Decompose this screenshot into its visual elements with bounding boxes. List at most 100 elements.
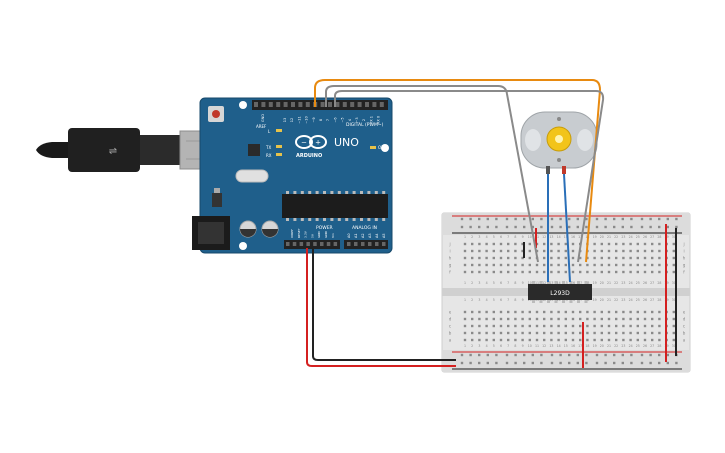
- bb-hole[interactable]: [535, 310, 539, 314]
- analog-pin[interactable]: [354, 242, 358, 246]
- bb-hole[interactable]: [499, 331, 503, 335]
- rail-hole[interactable]: [675, 225, 678, 229]
- bb-hole[interactable]: [478, 249, 481, 253]
- bb-hole[interactable]: [507, 331, 510, 335]
- bb-hole[interactable]: [593, 331, 596, 335]
- bb-hole[interactable]: [528, 324, 531, 328]
- bb-hole[interactable]: [607, 338, 611, 342]
- bb-hole[interactable]: [600, 338, 603, 342]
- bb-hole[interactable]: [571, 331, 575, 335]
- rail-hole[interactable]: [469, 225, 472, 229]
- bb-hole[interactable]: [507, 242, 510, 246]
- bb-hole[interactable]: [499, 242, 503, 246]
- bb-hole[interactable]: [521, 310, 524, 314]
- header-pin[interactable]: [268, 102, 273, 107]
- rail-hole[interactable]: [595, 361, 599, 365]
- bb-hole[interactable]: [471, 242, 474, 246]
- bb-hole[interactable]: [521, 331, 524, 335]
- bb-hole[interactable]: [514, 331, 517, 335]
- ground-wire[interactable]: [312, 248, 456, 361]
- bb-hole[interactable]: [579, 263, 582, 267]
- bb-hole[interactable]: [478, 263, 481, 267]
- bb-hole[interactable]: [478, 256, 481, 260]
- bb-hole[interactable]: [478, 324, 481, 328]
- rail-hole[interactable]: [621, 225, 624, 229]
- bb-hole[interactable]: [535, 338, 539, 342]
- bb-hole[interactable]: [658, 310, 661, 314]
- rail-hole[interactable]: [540, 353, 543, 357]
- bb-hole[interactable]: [586, 270, 589, 274]
- rail-hole[interactable]: [613, 361, 616, 365]
- rail-hole[interactable]: [550, 225, 554, 229]
- rail-hole[interactable]: [460, 353, 464, 357]
- rail-hole[interactable]: [630, 225, 633, 229]
- bb-hole[interactable]: [471, 249, 474, 253]
- bb-hole[interactable]: [543, 324, 546, 328]
- bb-hole[interactable]: [607, 242, 611, 246]
- rail-hole[interactable]: [523, 217, 526, 221]
- bb-hole[interactable]: [550, 317, 553, 321]
- bb-hole[interactable]: [586, 331, 589, 335]
- rail-hole[interactable]: [640, 217, 644, 221]
- bb-hole[interactable]: [615, 310, 618, 314]
- bb-hole[interactable]: [514, 263, 517, 267]
- bb-hole[interactable]: [485, 242, 488, 246]
- bb-hole[interactable]: [499, 338, 503, 342]
- bb-hole[interactable]: [622, 256, 625, 260]
- bb-hole[interactable]: [485, 338, 488, 342]
- bb-hole[interactable]: [571, 324, 575, 328]
- rail-hole[interactable]: [540, 225, 543, 229]
- bb-hole[interactable]: [636, 256, 639, 260]
- bb-hole[interactable]: [593, 317, 596, 321]
- bb-hole[interactable]: [492, 249, 495, 253]
- bb-hole[interactable]: [636, 249, 639, 253]
- bb-hole[interactable]: [593, 263, 596, 267]
- rail-hole[interactable]: [505, 353, 509, 357]
- bb-hole[interactable]: [550, 310, 553, 314]
- bb-hole[interactable]: [550, 242, 553, 246]
- bb-hole[interactable]: [651, 310, 654, 314]
- bb-hole[interactable]: [499, 249, 503, 253]
- bb-hole[interactable]: [651, 263, 654, 267]
- bb-hole[interactable]: [615, 317, 618, 321]
- bb-hole[interactable]: [672, 256, 675, 260]
- bb-hole[interactable]: [593, 249, 596, 253]
- bb-hole[interactable]: [600, 242, 603, 246]
- bb-hole[interactable]: [521, 338, 524, 342]
- bb-hole[interactable]: [528, 242, 531, 246]
- header-pin[interactable]: [298, 102, 303, 107]
- bb-hole[interactable]: [499, 317, 503, 321]
- rail-hole[interactable]: [649, 353, 652, 357]
- bb-hole[interactable]: [593, 338, 596, 342]
- header-pin[interactable]: [320, 102, 325, 107]
- dc-motor[interactable]: [520, 111, 598, 174]
- bb-hole[interactable]: [543, 331, 546, 335]
- bb-hole[interactable]: [535, 331, 539, 335]
- bb-hole[interactable]: [636, 324, 639, 328]
- bb-hole[interactable]: [507, 324, 510, 328]
- bb-hole[interactable]: [672, 242, 675, 246]
- bb-hole[interactable]: [521, 249, 524, 253]
- bb-hole[interactable]: [514, 270, 517, 274]
- bb-hole[interactable]: [485, 263, 488, 267]
- bb-hole[interactable]: [507, 270, 510, 274]
- bb-hole[interactable]: [607, 310, 611, 314]
- bb-hole[interactable]: [521, 263, 524, 267]
- bb-hole[interactable]: [586, 310, 589, 314]
- bb-hole[interactable]: [629, 270, 632, 274]
- rail-hole[interactable]: [604, 217, 607, 221]
- bb-hole[interactable]: [658, 256, 661, 260]
- rail-hole[interactable]: [604, 361, 607, 365]
- bb-hole[interactable]: [636, 263, 639, 267]
- rail-hole[interactable]: [478, 217, 481, 221]
- rail-hole[interactable]: [505, 225, 509, 229]
- bb-hole[interactable]: [492, 310, 495, 314]
- bb-hole[interactable]: [636, 317, 639, 321]
- bb-hole[interactable]: [672, 317, 675, 321]
- bb-hole[interactable]: [514, 256, 517, 260]
- bb-hole[interactable]: [629, 338, 632, 342]
- bb-hole[interactable]: [463, 338, 467, 342]
- bb-hole[interactable]: [507, 249, 510, 253]
